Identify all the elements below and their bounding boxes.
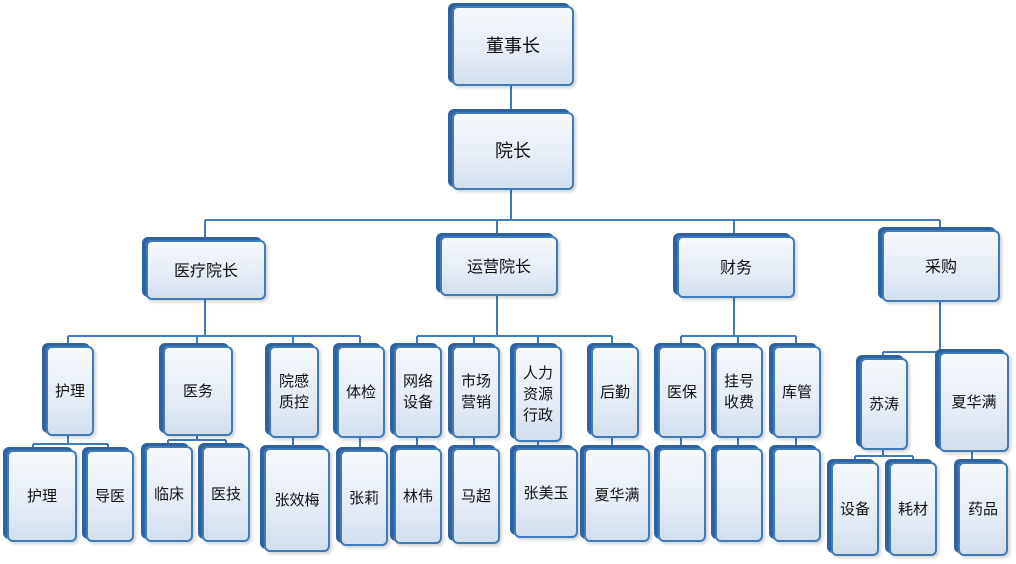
node-nursing: 护理: [46, 346, 94, 436]
node-infection-quality-control: 院感 质控: [269, 346, 319, 438]
node-president: 院长: [452, 112, 574, 190]
node-insurance-blank: [658, 448, 706, 542]
node-medical-vp: 医疗院长: [146, 240, 266, 300]
node-physical-checkup: 体检: [337, 346, 385, 438]
node-registration-billing: 挂号 收费: [715, 346, 763, 438]
node-warehouse-blank: [773, 448, 821, 542]
node-guide: 导医: [86, 450, 134, 542]
node-su-tao: 苏涛: [860, 358, 908, 450]
node-chairman: 董事长: [452, 6, 574, 86]
node-lin-wei: 林伟: [394, 448, 442, 544]
node-zhang-meiyu: 张美玉: [514, 448, 578, 538]
node-operations-vp: 运营院长: [440, 236, 558, 296]
node-nursing-sub: 护理: [7, 450, 77, 542]
node-ma-chao: 马超: [452, 448, 500, 544]
node-medical-affairs: 医务: [163, 346, 233, 436]
node-medical-technology: 医技: [202, 446, 250, 542]
node-marketing: 市场 营销: [452, 346, 500, 438]
node-finance: 财务: [677, 236, 795, 298]
node-network-equipment: 网络 设备: [394, 346, 442, 438]
node-warehouse: 库管: [773, 346, 821, 438]
node-equipment: 设备: [831, 462, 879, 556]
node-logistics: 后勤: [591, 346, 639, 438]
node-registration-blank: [715, 448, 763, 542]
node-medical-insurance: 医保: [658, 346, 706, 438]
node-zhang-xiaomei: 张效梅: [264, 448, 330, 552]
node-hr-admin: 人力 资源 行政: [514, 346, 562, 442]
node-procurement: 采购: [882, 230, 1000, 302]
node-zhang-li: 张莉: [340, 450, 388, 546]
node-clinical: 临床: [145, 446, 193, 542]
node-xia-huaman-logistics: 夏华满: [584, 448, 650, 542]
node-medicine: 药品: [958, 462, 1008, 556]
node-xia-huaman-procurement: 夏华满: [939, 352, 1009, 452]
node-consumables: 耗材: [889, 462, 937, 556]
